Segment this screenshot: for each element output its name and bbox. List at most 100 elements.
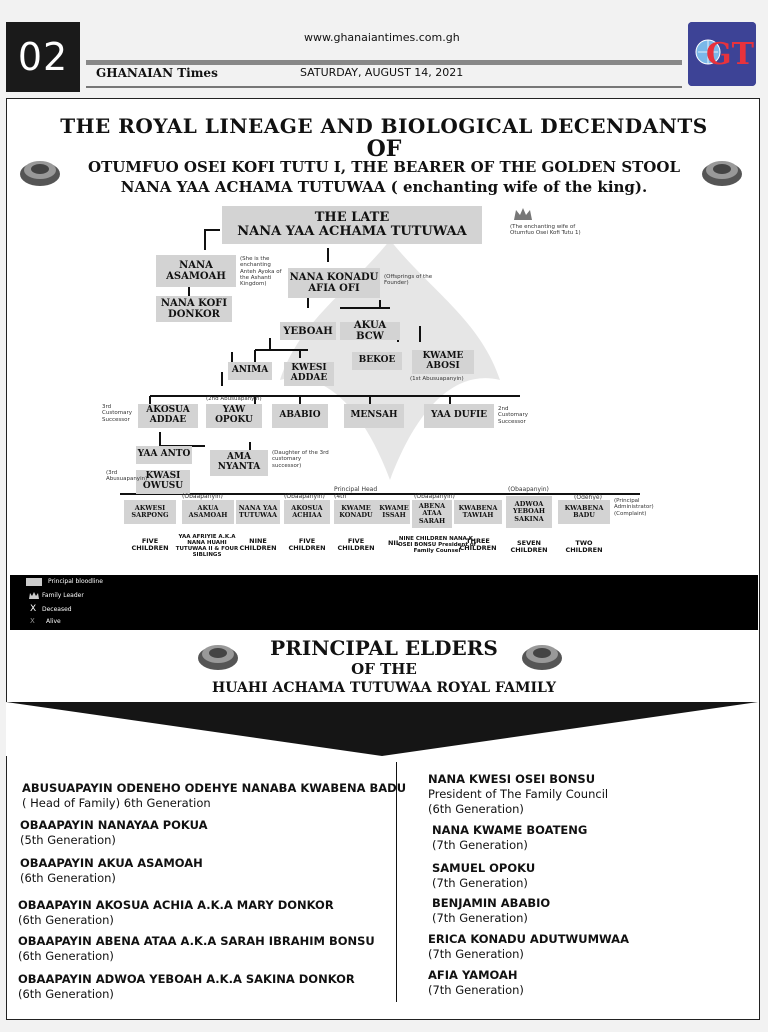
elders-of: OF THE [351, 660, 417, 678]
abosi-note: (1st Abusuapanyin) [410, 376, 464, 382]
node-tag: (Obaapanyin) [414, 493, 455, 500]
node-label: KWAME KONADU [339, 503, 373, 519]
elders-title: PRINCIPAL ELDERS [270, 636, 498, 660]
alive-mark-icon: X [30, 617, 35, 625]
page-number: 02 [6, 22, 80, 92]
node-yaw-opoku: YAW OPOKU [206, 404, 262, 428]
node-label: AKUA BCW [353, 320, 387, 342]
node-tag: (Obaapanyin) [508, 486, 549, 493]
root-note: (The enchanting wife of Otumfuo Osei Kof… [510, 224, 581, 237]
node-adwoa-yeboah-sakina: ADWOA YEBOAH SAKINA [506, 496, 552, 528]
node-label: YEBOAH [283, 325, 333, 337]
elder-name: ERICA KONADU ADUTWUMWAA [428, 932, 629, 946]
deceased-mark-icon: X [30, 604, 37, 614]
legend-deceased: Deceased [42, 606, 72, 613]
node-tag: (Odehye) [574, 494, 602, 501]
node-nana-asamoah: NANA ASAMOAH [156, 255, 236, 287]
gt-logo: GT [688, 22, 756, 86]
node-kwame-konadu: KWAME KONADU [334, 500, 378, 524]
node-kwesi-addae: KWESI ADDAE [284, 362, 334, 386]
yaw-opoku-note: (2nd Abusuapanyin) [206, 396, 262, 402]
legend-principal: Principal bloodline [48, 578, 103, 585]
root-ancestor: THE LATE NANA YAA ACHAMA TUTUWAA [222, 206, 482, 244]
node-label: KWAME ABOSI [422, 351, 464, 371]
elder-generation: ( Head of Family) 6th Generation [22, 795, 211, 810]
elder-entry: OBAAPAYIN AKOSUA ACHIA A.K.A MARY DONKOR… [18, 898, 334, 928]
elder-name: OBAAPAYIN NANAYAA POKUA [20, 818, 208, 832]
root-line-2: NANA YAA ACHAMA TUTUWAA [237, 224, 467, 239]
children-count: YAA AFRIYIE A.K.A NANA HUAHI TUTUWAA II … [175, 534, 239, 559]
node-akua-bcw: AKUA BCW [340, 320, 400, 342]
elder-generation: (5th Generation) [20, 832, 116, 847]
konadu-note: (Offsprings of the Founder) [384, 274, 433, 287]
node-label: NANA ASAMOAH [166, 260, 226, 282]
node-label: ANIMA [231, 365, 269, 376]
elder-generation: (7th Generation) [428, 946, 524, 961]
node-label: MENSAH [350, 410, 398, 421]
node-tag: (Obaapanyin) [284, 493, 325, 500]
elder-entry: ERICA KONADU ADUTWUMWAA(7th Generation) [428, 932, 629, 962]
node-label: KWABENA TAWIAH [458, 503, 498, 519]
title-line-3: OTUMFUO OSEI KOFI TUTU I, THE BEARER OF … [88, 158, 680, 176]
node-akosua-achiaa: AKOSUA ACHIAA [284, 500, 330, 524]
header-rule [86, 60, 682, 65]
yaa-dufie-note: 2nd Customary Successor [498, 406, 528, 425]
node-kwame-issah: KWAME ISSAH [378, 500, 410, 524]
node-label: ADWOA YEBOAH SAKINA [512, 500, 546, 523]
node-label: KWASI OWUSU [142, 471, 184, 491]
node-mensah: MENSAH [344, 404, 404, 428]
elder-generation: President of The Family Council [428, 786, 609, 801]
stool-ring-icon [702, 161, 742, 186]
elder-name: OBAAPAYIN AKUA ASAMOAH [20, 856, 203, 870]
node-label: NANA KOFI DONKOR [160, 298, 228, 320]
node-kwabena-tawiah: KWABENA TAWIAH [454, 500, 502, 524]
elder-generation: (7th Generation) [432, 910, 528, 925]
legend-swatch [26, 578, 42, 586]
node-label: ABENA ATAA SARAH [418, 502, 446, 525]
elder-name: AFIA YAMOAH [428, 968, 518, 982]
issue-date: SATURDAY, AUGUST 14, 2021 [300, 66, 464, 79]
children-count: NINE CHILDREN NANA K. OSEI BONSU Preside… [397, 536, 477, 555]
crown-icon [29, 592, 39, 599]
kwasi-owusu-note: (3rd Abusuapanyin) [106, 470, 148, 483]
elders-family: HUAHI ACHAMA TUTUWAA ROYAL FAMILY [211, 680, 556, 696]
children-count: FIVE CHILDREN [131, 537, 169, 553]
children-count: NIL [387, 539, 400, 547]
elder-generation: (7th Generation) [428, 982, 524, 997]
node-kwabena-badu: KWABENA BADU [558, 500, 610, 524]
node-kofi-donkor: NANA KOFI DONKOR [156, 296, 232, 322]
elder-generation: (6th Generation) [18, 986, 114, 1001]
title-line-1: THE ROYAL LINEAGE AND BIOLOGICAL DECENDA… [60, 114, 708, 138]
elder-entry: NANA KWAME BOATENG(7th Generation) [432, 823, 587, 853]
node-label: NANA KONADU AFIA OFI [289, 272, 379, 294]
elder-entry: ABUSUAPAYIN ODENEHO ODEHYE NANABA KWABEN… [22, 781, 406, 811]
badu-note: (Principal Administrator) (Complaint) [614, 498, 654, 517]
elder-entry: OBAAPAYIN ABENA ATAA A.K.A SARAH IBRAHIM… [18, 934, 375, 964]
stool-ring-icon [198, 645, 238, 670]
website-url[interactable]: www.ghanaiantimes.com.gh [304, 31, 460, 44]
node-ababio: ABABIO [272, 404, 328, 428]
node-nana-konadu: NANA KONADU AFIA OFI [288, 268, 380, 298]
elder-name: BENJAMIN ABABIO [432, 896, 551, 910]
asamoah-note: (She is the enchanting Anteh Ayoka of th… [240, 256, 282, 288]
children-count: TWO CHILDREN [565, 539, 603, 555]
children-count: THREE CHILDREN [459, 537, 497, 553]
node-label: AMA NYANTA [217, 452, 261, 472]
elder-entry: OBAAPAYIN ADWOA YEBOAH A.K.A SAKINA DONK… [18, 972, 355, 1002]
node-ama-nyanta: AMA NYANTA [210, 450, 268, 476]
node-kwame-abosi: KWAME ABOSI [412, 350, 474, 374]
node-label: KWESI ADDAE [290, 363, 328, 383]
elder-name: ABUSUAPAYIN ODENEHO ODEHYE NANABA KWABEN… [22, 781, 407, 795]
node-nana-yaa-tutuwaa: NANA YAA TUTUWAA [236, 500, 280, 524]
elder-entry: AFIA YAMOAH(7th Generation) [428, 968, 524, 998]
node-label: AKUA ASAMOAH [188, 503, 228, 519]
elder-generation: (6th Generation) [428, 801, 524, 816]
elder-name: OBAAPAYIN ABENA ATAA A.K.A SARAH IBRAHIM… [18, 934, 375, 948]
elder-name: NANA KWESI OSEI BONSU [428, 772, 596, 786]
node-label: AKWESI SARPONG [131, 503, 169, 519]
node-abena-ataa-sarah: ABENA ATAA SARAH [412, 500, 452, 528]
node-bekoe: BEKOE [352, 352, 402, 370]
node-yeboah: YEBOAH [280, 322, 336, 340]
node-label: YAA ANTO [137, 449, 191, 460]
elder-entry: OBAAPAYIN NANAYAA POKUA(5th Generation) [20, 818, 208, 848]
